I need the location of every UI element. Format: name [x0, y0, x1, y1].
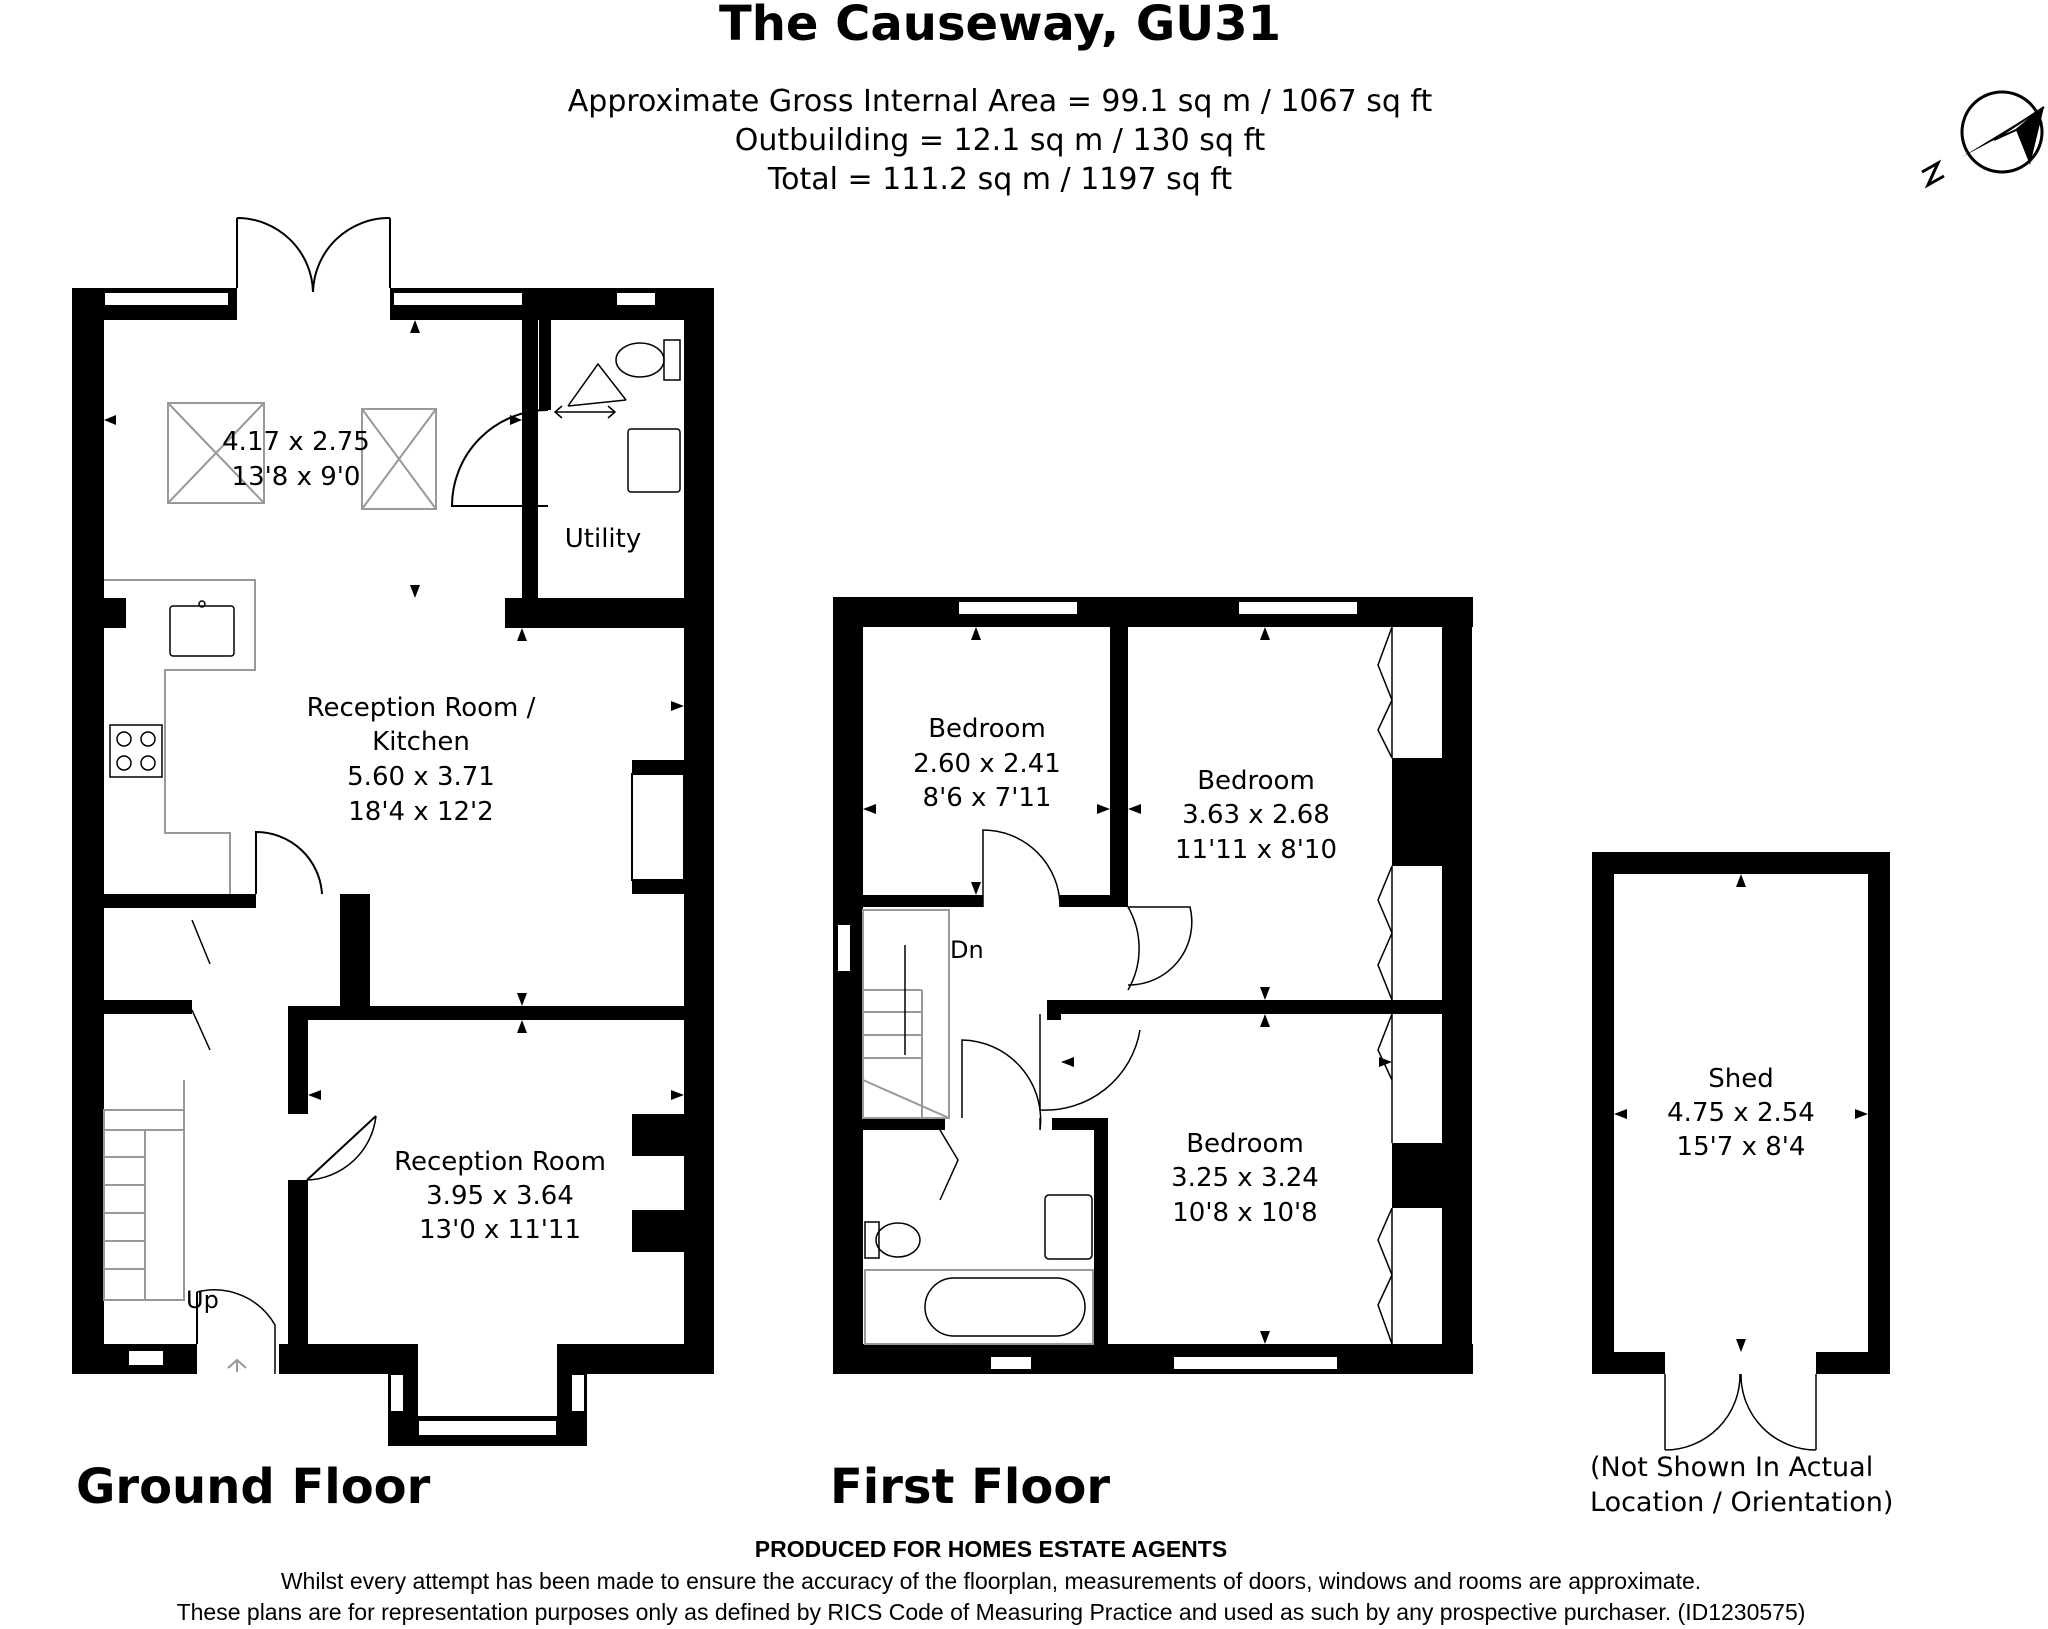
bedroom-rear-dims-m: 3.25 x 3.24: [1171, 1163, 1319, 1193]
reception-room-dims-ft: 13'0 x 11'11: [419, 1215, 581, 1245]
wc-icon: [615, 342, 665, 378]
ff-dimension-ticks: [863, 627, 1392, 1344]
outbuilding-area-line: Outbuilding = 12.1 sq m / 130 sq ft: [735, 123, 1266, 158]
kitchen-sink-icon: [169, 605, 235, 657]
stairs-down-label: Dn: [950, 936, 984, 964]
north-arrow-icon: [1921, 90, 2045, 189]
disclaimer-line-2: These plans are for representation purpo…: [177, 1599, 1806, 1625]
gross-area-line: Approximate Gross Internal Area = 99.1 s…: [568, 84, 1433, 119]
reception-kitchen-name-1: Reception Room /: [307, 693, 536, 723]
ff-window-3: [1172, 1355, 1339, 1371]
bathroom-fittings: [864, 1194, 1094, 1345]
front-door: [196, 1289, 276, 1374]
ff-window-2: [1237, 600, 1359, 616]
hob-icon: [109, 724, 163, 778]
basin-icon: [1044, 1194, 1093, 1260]
total-area-line: Total = 111.2 sq m / 1197 sq ft: [767, 162, 1232, 197]
reception-kitchen-dims-m: 5.60 x 3.71: [347, 762, 495, 792]
bedroom-rear-dims-ft: 10'8 x 10'8: [1172, 1198, 1317, 1228]
bedroom-rear-name: Bedroom: [1186, 1129, 1304, 1159]
shed-note-line-2: Location / Orientation): [1590, 1487, 1893, 1518]
toilet-icon: [875, 1222, 921, 1258]
kitchen-worktop: [104, 579, 256, 894]
shed-plan: Shed 4.75 x 2.54 15'7 x 8'4 (Not Shown I…: [1590, 852, 1893, 1518]
first-floor-plan: Dn Bedroom: [830, 597, 1473, 1515]
reception-room-dims-m: 3.95 x 3.64: [426, 1181, 574, 1211]
plan-title: The Causeway, GU31: [719, 0, 1281, 52]
bath-icon: [924, 1277, 1086, 1337]
rear-window-right: [392, 291, 524, 307]
bedroom-front-dims-ft: 11'11 x 8'10: [1175, 835, 1337, 865]
shed-dims-m: 4.75 x 2.54: [1667, 1098, 1815, 1128]
bedroom-small-name: Bedroom: [928, 714, 1046, 744]
utility-sink-icon: [627, 428, 681, 493]
shed-note-line-1: (Not Shown In Actual: [1590, 1452, 1873, 1483]
reception-room-name: Reception Room: [394, 1147, 606, 1177]
extension-dims-m: 4.17 x 2.75: [222, 427, 370, 457]
reception-kitchen-name-2: Kitchen: [372, 727, 470, 757]
dimension-ticks: [104, 320, 684, 1100]
ff-window-1: [957, 600, 1079, 616]
bedroom-front-dims-m: 3.63 x 2.68: [1182, 800, 1330, 830]
first-floor-label: First Floor: [830, 1459, 1110, 1515]
reception-kitchen-dims-ft: 18'4 x 12'2: [348, 797, 493, 827]
shed-dims-ft: 15'7 x 8'4: [1677, 1132, 1806, 1162]
utility-fittings: [553, 339, 681, 493]
wardrobes: [939, 626, 1393, 1345]
shed-name: Shed: [1708, 1064, 1773, 1094]
bedroom-small-dims-m: 2.60 x 2.41: [913, 749, 1061, 779]
utility-label: Utility: [565, 524, 641, 554]
rear-window-left: [103, 291, 230, 307]
skylights: [167, 402, 437, 510]
shed-dimension-ticks: [1614, 874, 1868, 1352]
extension-dims-ft: 13'8 x 9'0: [232, 462, 361, 492]
disclaimer-line-1: Whilst every attempt has been made to en…: [281, 1568, 1701, 1594]
produced-by: PRODUCED FOR HOMES ESTATE AGENTS: [755, 1536, 1227, 1562]
ground-floor-stairs: [103, 1080, 185, 1301]
ground-floor-plan: Up: [72, 216, 714, 1515]
shed-doors: [1664, 1373, 1817, 1451]
french-doors: [236, 216, 391, 293]
bedroom-front-name: Bedroom: [1197, 766, 1315, 796]
ground-floor-label: Ground Floor: [76, 1459, 431, 1515]
bedroom-small-dims-ft: 8'6 x 7'11: [923, 783, 1052, 813]
north-label-glyph: [1921, 159, 1945, 189]
first-floor-stairs: [862, 909, 950, 1119]
bay-window: [417, 1419, 558, 1437]
